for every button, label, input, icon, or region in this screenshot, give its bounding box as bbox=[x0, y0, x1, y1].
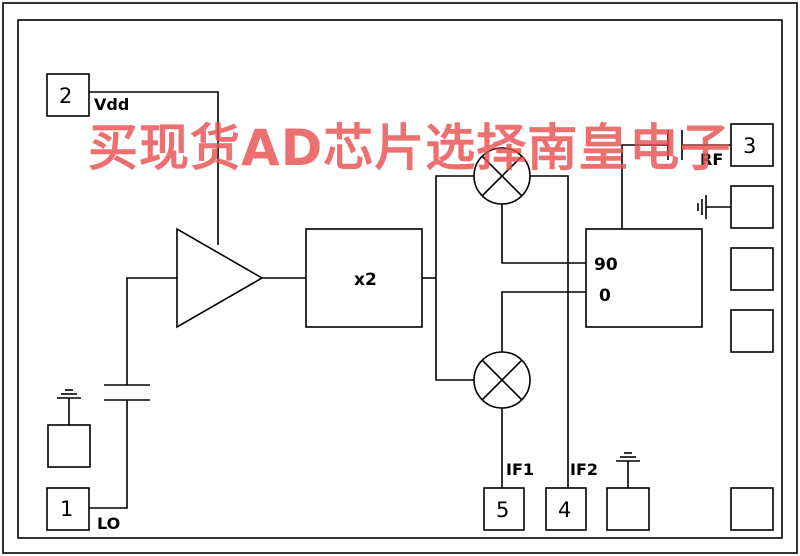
doubler-label: x2 bbox=[354, 270, 377, 290]
pin-3-label: 3 bbox=[743, 134, 756, 158]
pin-5-label: 5 bbox=[496, 498, 509, 522]
pin-2-box bbox=[46, 73, 90, 117]
pad-box-right-1 bbox=[730, 185, 774, 229]
pad-box-left bbox=[47, 424, 91, 468]
pin-4-box bbox=[545, 487, 587, 531]
pad-box-right-2 bbox=[730, 247, 774, 291]
pad-box-right-3 bbox=[730, 309, 774, 353]
mixer-bottom-wire bbox=[501, 291, 586, 352]
if2-wire bbox=[530, 175, 569, 488]
pin-5-box bbox=[483, 487, 525, 531]
hybrid-90-label: 90 bbox=[594, 255, 618, 275]
hybrid-block bbox=[585, 228, 703, 328]
lo-split-wire bbox=[435, 175, 474, 381]
mixer-top-if-wire bbox=[501, 204, 586, 264]
pin-1-label: 1 bbox=[60, 497, 73, 521]
pin-4-label: 4 bbox=[558, 498, 571, 522]
ground-symbol-right bbox=[697, 195, 731, 219]
vdd-wire bbox=[89, 91, 219, 245]
ground-symbol-left bbox=[57, 389, 81, 425]
amp-input-wire bbox=[126, 277, 177, 385]
vdd-label: Vdd bbox=[94, 95, 129, 114]
hybrid-0-label: 0 bbox=[599, 286, 611, 306]
pin-2-label: 2 bbox=[59, 84, 72, 108]
rf-wire bbox=[621, 144, 668, 229]
pad-box-corner bbox=[730, 487, 774, 531]
ground-symbol-bottom bbox=[616, 452, 640, 488]
pin-1-box bbox=[46, 487, 90, 531]
lo-label: LO bbox=[97, 514, 120, 533]
lo-wire bbox=[89, 400, 128, 509]
if1-label: IF1 bbox=[506, 460, 534, 479]
amplifier-triangle bbox=[176, 227, 264, 329]
pad-box-bottom bbox=[606, 487, 650, 531]
watermark-text: 买现货AD芯片选择南皇电子 bbox=[88, 119, 732, 177]
if2-label: IF2 bbox=[570, 460, 598, 479]
inner-frame bbox=[17, 19, 783, 539]
mixer-bottom bbox=[473, 351, 531, 409]
rf-label: RF bbox=[700, 150, 723, 169]
